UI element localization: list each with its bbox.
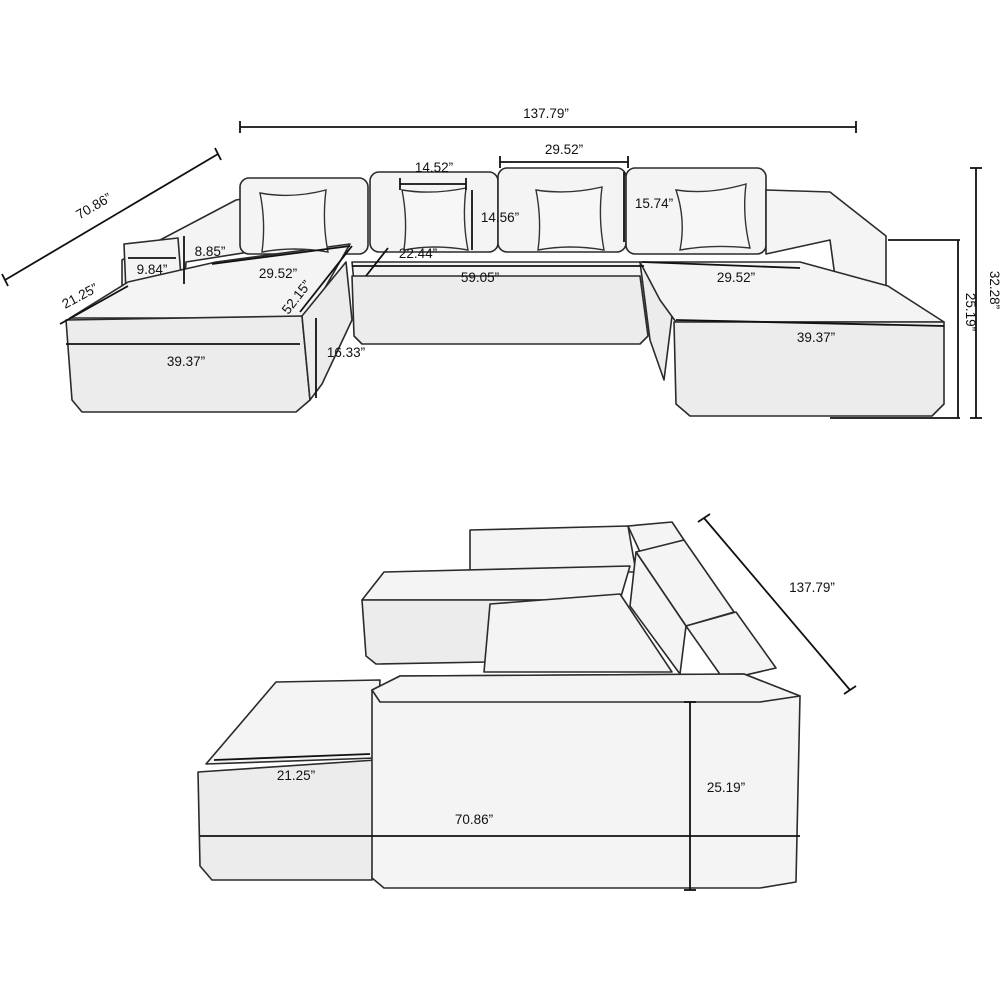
label-top-back-width: 29.52” xyxy=(545,142,583,157)
right-chaise-top xyxy=(639,261,945,323)
dim-line-left-chaise-length xyxy=(299,245,353,313)
label-side-chaise-width: 21.25” xyxy=(277,768,315,783)
side-back-2 xyxy=(685,611,777,681)
label-middle-width: 59.05” xyxy=(461,270,499,285)
left-connector xyxy=(301,261,353,401)
top-view-sofa xyxy=(65,167,945,417)
label-left-depth: 70.86” xyxy=(73,190,114,222)
label-seat-height: 16.33” xyxy=(327,345,365,360)
side-view-sofa xyxy=(197,521,801,889)
dim-line-side-length xyxy=(703,517,851,691)
label-pillow-width: 14.52” xyxy=(415,160,453,175)
dim-tick xyxy=(697,513,711,523)
top-view-dimensions xyxy=(1,121,982,419)
side-view-dimensions xyxy=(200,513,857,891)
label-mid-seat-depth: 22.44” xyxy=(399,246,437,261)
label-right-front-width: 39.37” xyxy=(797,330,835,345)
label-arm-height: 8.85” xyxy=(195,244,226,259)
dim-line-side-chaise-width xyxy=(213,753,371,761)
dim-line-left-back-width xyxy=(211,245,351,265)
dim-line-right-front-width xyxy=(675,319,945,327)
dim-tick xyxy=(214,147,222,161)
rear-back-cushion xyxy=(469,525,637,573)
dim-line-left-chaise-width xyxy=(59,285,129,325)
dim-tick xyxy=(1,273,9,287)
front-arm-top xyxy=(371,673,801,703)
middle-block xyxy=(351,275,649,345)
dim-line-left-depth xyxy=(4,153,219,281)
dim-line-right-back-width xyxy=(641,261,801,269)
label-back-height: 15.74” xyxy=(635,196,673,211)
pillow-3 xyxy=(535,186,605,251)
pillow-2 xyxy=(401,187,469,251)
rear-seat-top xyxy=(361,565,631,601)
label-side-depth: 70.86” xyxy=(455,812,493,827)
dim-tick xyxy=(843,685,857,695)
label-side-length: 137.79” xyxy=(789,580,835,595)
label-arm-width: 9.84” xyxy=(137,262,168,277)
label-side-height: 25.19” xyxy=(707,780,745,795)
front-chaise-face xyxy=(197,759,377,881)
label-total-height: 32.28” xyxy=(987,271,1000,309)
pillow-4 xyxy=(674,183,751,251)
label-overall-width: 137.79” xyxy=(523,106,569,121)
label-right-height: 25.19” xyxy=(963,293,978,331)
front-chaise-top xyxy=(205,679,381,765)
side-view-labels: 137.79” 21.25” 70.86” 25.19” xyxy=(277,580,835,827)
dim-line-mid-seat-depth xyxy=(365,247,389,277)
right-chaise-front xyxy=(673,321,945,417)
label-right-back-width: 29.52” xyxy=(717,270,755,285)
label-left-front-width: 39.37” xyxy=(167,354,205,369)
middle-seat xyxy=(483,593,673,673)
label-pillow-height: 14.56” xyxy=(481,210,519,225)
pillow-1 xyxy=(259,189,329,253)
label-left-back-width: 29.52” xyxy=(259,266,297,281)
